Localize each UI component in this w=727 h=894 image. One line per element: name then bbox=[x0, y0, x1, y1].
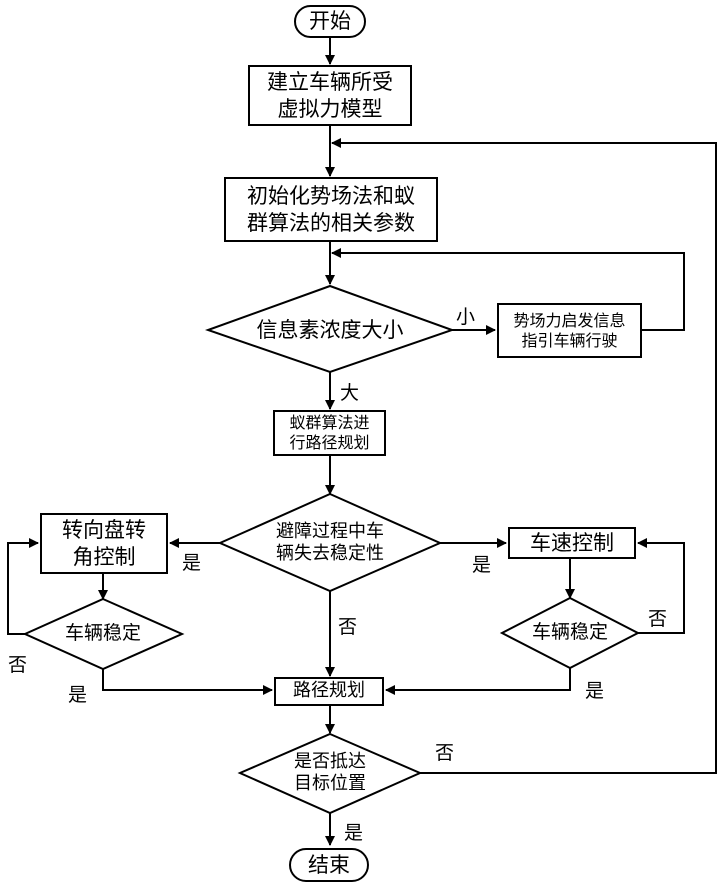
label-no-target: 否 bbox=[435, 738, 454, 765]
label-large: 大 bbox=[340, 378, 359, 405]
arrow-stable-left-no-loop bbox=[8, 543, 38, 634]
label-yes-target: 是 bbox=[344, 818, 363, 845]
label-yes-left: 是 bbox=[182, 548, 201, 575]
end-node: 结束 bbox=[289, 848, 369, 882]
stability-decision-text: 避障过程中车 辆失去稳定性 bbox=[240, 520, 420, 566]
label-yes-right: 是 bbox=[472, 550, 491, 577]
potential-guide-box: 势场力启发信息 指引车辆行驶 bbox=[497, 303, 642, 358]
label-yes-right-stable: 是 bbox=[585, 676, 604, 703]
path-plan-box: 路径规划 bbox=[274, 677, 384, 706]
label-no-center: 否 bbox=[338, 612, 357, 639]
arrow-stable-right-yes-to-path bbox=[386, 668, 570, 690]
stable-left-decision-text: 车辆稳定 bbox=[40, 620, 166, 648]
target-decision-text: 是否抵达 目标位置 bbox=[262, 750, 398, 796]
label-yes-left-stable: 是 bbox=[68, 680, 87, 707]
arrow-stable-left-yes-to-path bbox=[103, 669, 272, 690]
start-node: 开始 bbox=[294, 5, 366, 38]
stable-right-decision-text: 车辆稳定 bbox=[510, 619, 630, 647]
label-small: 小 bbox=[456, 302, 475, 329]
steering-control-box: 转向盘转 角控制 bbox=[40, 513, 168, 574]
label-no-left-loop: 否 bbox=[8, 650, 27, 677]
aco-plan-box: 蚁群算法进 行路径规划 bbox=[273, 410, 386, 456]
build-model-box: 建立车辆所受 虚拟力模型 bbox=[248, 65, 412, 126]
init-params-box: 初始化势场法和蚁 群算法的相关参数 bbox=[224, 177, 438, 242]
label-no-right-loop: 否 bbox=[648, 604, 667, 631]
speed-control-box: 车速控制 bbox=[508, 527, 636, 559]
pheromone-decision-text: 信息素浓度大小 bbox=[218, 314, 442, 346]
